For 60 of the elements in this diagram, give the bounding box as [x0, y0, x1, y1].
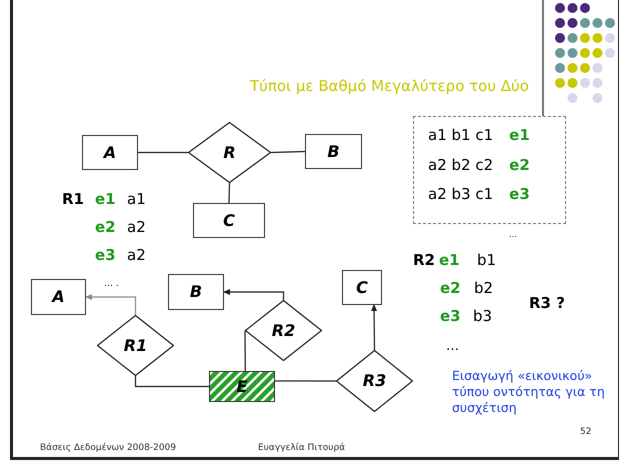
- connector-line: [270, 150, 306, 154]
- entity-id-text: e1: [509, 125, 530, 146]
- note-text: Εισαγωγή «εικονικού» τύπου οντότητας για τη συσχέτιση: [452, 368, 606, 416]
- node-label: A: [104, 142, 116, 164]
- relationship-diamond: [336, 350, 413, 412]
- attribute-value: b3: [473, 306, 492, 327]
- relationship-diamond: [97, 315, 174, 376]
- node-label: B: [327, 140, 340, 162]
- attribute-value: a2: [127, 217, 146, 238]
- node-label: R2: [272, 320, 296, 342]
- attribute-value: b1: [477, 250, 496, 271]
- node-label: R3: [362, 370, 386, 392]
- entity-box: [305, 134, 362, 169]
- arrow: [371, 304, 378, 350]
- footer-text: Ευαγγελία Πιτουρά: [258, 442, 346, 455]
- relationship-diamond: [245, 300, 322, 361]
- attribute-value: a2: [127, 245, 146, 266]
- node-label: R1: [124, 334, 148, 356]
- entity-box: [193, 203, 265, 238]
- entity-box: [342, 270, 382, 305]
- dashed-box: [413, 116, 566, 224]
- entity-id-text: e2: [440, 278, 461, 299]
- entity-box: [82, 135, 138, 170]
- tuple-text: a1 b1 c1: [428, 125, 494, 146]
- tuple-text: a2 b3 c1: [428, 184, 494, 205]
- connector-line: [138, 152, 188, 154]
- ellipsis: …: [509, 229, 517, 241]
- entity-id-text: e3: [95, 245, 116, 266]
- entity-box: [168, 274, 224, 310]
- entity-id-text: e2: [95, 217, 116, 238]
- tuple-text: a2 b2 c2: [428, 154, 494, 176]
- question-text: R3 ?: [529, 293, 565, 314]
- connector-line: [228, 182, 230, 204]
- node-label: C: [223, 210, 235, 232]
- slide-title: Τύποι με Βαθμό Μεγαλύτερο του Δύο: [250, 76, 529, 97]
- ellipsis: … .: [104, 278, 119, 291]
- entity-id-text: e3: [440, 306, 461, 327]
- attribute-value: b2: [474, 278, 494, 299]
- node-label: R: [223, 142, 236, 164]
- entity-id-text: e3: [509, 184, 530, 205]
- node-label: A: [52, 286, 65, 308]
- connector-line: [275, 380, 336, 382]
- arrow: [223, 289, 284, 300]
- page-number: 52: [580, 426, 592, 439]
- entity-box: [31, 279, 86, 315]
- entity-id-text: e2: [509, 154, 530, 176]
- node-label: B: [190, 281, 202, 303]
- arrow: [85, 294, 136, 315]
- connector-line: [134, 376, 209, 388]
- entity-id-text: e1: [95, 189, 116, 210]
- relationship-name: R1: [62, 189, 84, 210]
- entity-id-text: e1: [439, 250, 460, 271]
- attribute-value: a1: [127, 189, 146, 210]
- node-label: C: [356, 276, 368, 298]
- relationship-name: R2: [413, 250, 435, 271]
- ellipsis: …: [446, 338, 459, 356]
- connector-line: [244, 330, 246, 371]
- relationship-diamond: [188, 122, 271, 183]
- hatched-entity-box: [209, 371, 275, 402]
- footer-text: Βάσεις Δεδομένων 2008-2009: [40, 442, 176, 455]
